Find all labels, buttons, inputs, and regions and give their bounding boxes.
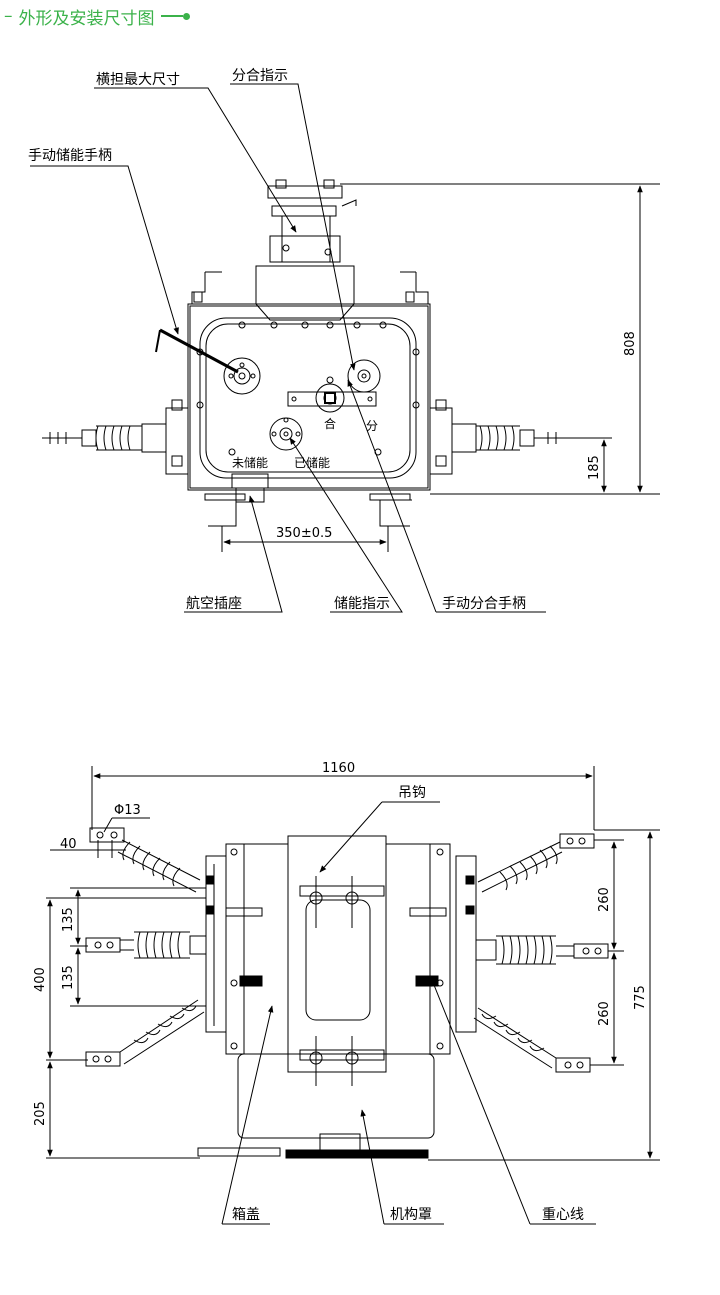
mount-dimension: 350±0.5: [276, 526, 332, 541]
header-bullet-icon: [160, 12, 190, 20]
width-dimension: 1160: [322, 761, 355, 776]
center-line-label: 重心线: [542, 1207, 584, 1223]
charged-text: 已储能: [294, 455, 330, 470]
uncharged-text: 未储能: [232, 455, 268, 470]
mechanism-cover-label: 机构罩: [390, 1207, 432, 1223]
pitch-a-dimension: 135: [61, 907, 76, 932]
open-close-indicator-label: 分合指示: [232, 68, 288, 84]
total-height-dimension: 775: [633, 985, 648, 1010]
cover-label: 箱盖: [232, 1207, 260, 1223]
section-header: – 外形及安装尺寸图: [0, 0, 190, 32]
open-text: 分: [366, 419, 378, 433]
header-dash: –: [4, 6, 13, 26]
offset-dimension: 185: [587, 455, 602, 480]
hook-label: 吊钩: [398, 785, 426, 801]
right-b-dimension: 260: [597, 1001, 612, 1026]
page-title: 外形及安装尺寸图: [18, 8, 155, 29]
close-text: 合: [324, 416, 336, 431]
top-view-drawing: [30, 83, 660, 613]
crossarm-label: 横担最大尺寸: [96, 72, 180, 88]
manual-spring-handle-label: 手动储能手柄: [28, 148, 112, 164]
base-dimension: 205: [33, 1101, 48, 1126]
height-dimension: 808: [623, 331, 638, 356]
manual-open-close-handle-label: 手动分合手柄: [442, 596, 526, 612]
right-a-dimension: 260: [597, 887, 612, 912]
spring-indicator-label: 储能指示: [334, 596, 390, 612]
hole-dimension: Φ13: [114, 803, 141, 818]
pitch-b-dimension: 135: [61, 965, 76, 990]
terminal-dimension: 40: [60, 837, 77, 852]
aviation-socket-label: 航空插座: [186, 596, 242, 612]
front-view-drawing: [46, 766, 660, 1225]
total-left-dimension: 400: [33, 967, 48, 992]
